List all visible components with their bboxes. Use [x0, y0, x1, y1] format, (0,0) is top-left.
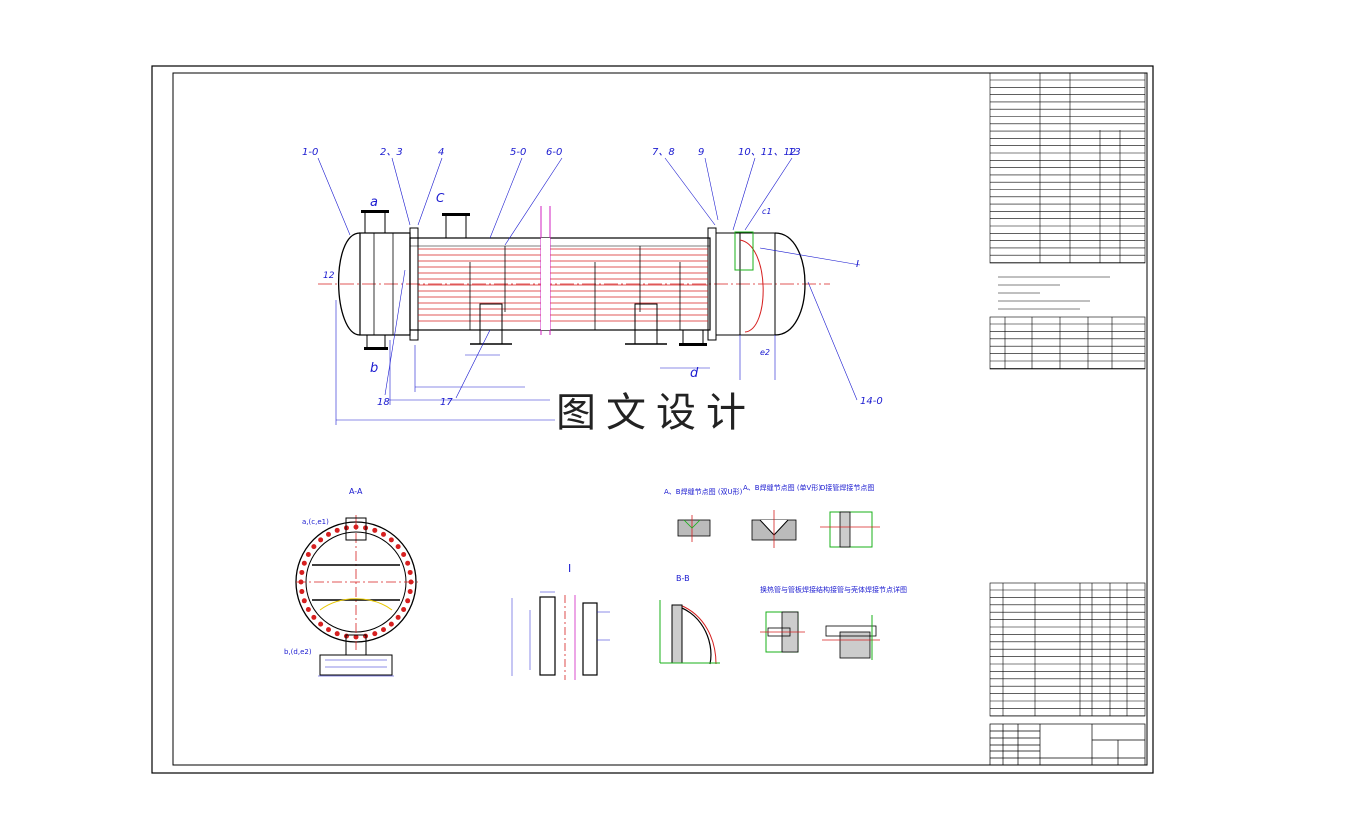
part-label-5: 5-0 [510, 147, 527, 158]
bolt-hole [301, 598, 307, 604]
part-label-14: 14-0 [860, 396, 883, 407]
bolt-hole [405, 560, 411, 566]
watermark-text: 图文设计 [556, 390, 756, 436]
section-aa-top-label: a,(c,e1) [302, 518, 329, 526]
bolt-hole [305, 552, 311, 557]
bolt-hole [407, 569, 413, 575]
part-label-2-3: 2、3 [380, 147, 403, 158]
bolt-hole [299, 589, 305, 595]
part-label-13: 13 [788, 147, 801, 158]
detail-callout-i: I [856, 259, 859, 270]
bolt-hole [388, 621, 394, 627]
weld-d-title: D接管焊接节点图 [820, 484, 875, 492]
part-label-4: 4 [438, 147, 445, 158]
bolt-hole [305, 607, 311, 612]
section-aa-title: A-A [349, 487, 363, 496]
section-bb-title: B-B [676, 574, 690, 583]
nozzle-label-e2: e2 [760, 348, 771, 357]
bolt-hole [401, 607, 407, 612]
bolt-hole [407, 589, 413, 595]
bolt-hole [388, 537, 394, 543]
weld-detail-b [751, 510, 797, 548]
section-bb-view [659, 600, 720, 665]
bolt-hole [318, 537, 324, 543]
bolt-hole [405, 598, 411, 604]
bolt-hole [381, 531, 386, 537]
part-label-7-8: 7、8 [652, 147, 675, 158]
bolt-hole [353, 524, 359, 530]
bolt-hole [318, 621, 324, 627]
bolt-hole [311, 544, 317, 550]
technical-spec-table [989, 72, 1146, 264]
part-label-1: 1-0 [302, 147, 319, 158]
weld-a-title: A、B焊缝节点图 (双U形) [664, 488, 743, 496]
section-aa-view [295, 515, 418, 677]
bolt-hole [334, 631, 340, 637]
tube-joint-title: 换热管与管板焊接结构 [760, 586, 830, 594]
centerline-label: 12 [323, 271, 335, 281]
bolt-hole [326, 627, 331, 633]
section-aa-bottom-label: b,(d,e2) [284, 648, 312, 656]
part-label-9: 9 [698, 147, 705, 158]
nozzle-joint-detail [822, 615, 880, 660]
bolt-hole [334, 527, 340, 533]
bolt-hole [372, 631, 378, 637]
part-label-6: 6-0 [546, 147, 563, 158]
nozzle-table [989, 316, 1146, 370]
bolt-hole [299, 569, 305, 575]
weld-detail-d [820, 511, 880, 548]
bolt-hole [401, 552, 407, 557]
weld-b-title: A、B焊缝节点图 (单V形) [743, 484, 822, 492]
nozzle-label-d: d [690, 366, 699, 381]
part-label-17: 17 [440, 397, 453, 408]
detail-i-view [511, 591, 610, 680]
bolt-hole [372, 527, 378, 533]
bolt-hole [326, 531, 331, 537]
bolt-hole [395, 614, 401, 620]
part-label-10-12: 10、11、12 [738, 147, 797, 158]
tube-joint-detail [760, 611, 805, 653]
main-front-view [317, 157, 861, 425]
nozzle-label-a: a [370, 195, 378, 210]
bolt-hole [395, 544, 401, 550]
nozzle-joint-title: 接管与壳体焊接节点详图 [830, 586, 907, 594]
title-block [989, 723, 1146, 766]
detail-i-title: I [568, 562, 572, 575]
bolt-hole [301, 560, 307, 566]
nozzle-label-b: b [370, 361, 379, 376]
bolt-hole [311, 614, 317, 620]
bolt-hole [381, 627, 386, 633]
parts-list-table [989, 582, 1146, 717]
part-label-18: 18 [377, 397, 390, 408]
nozzle-label-c1: c1 [762, 207, 772, 216]
weld-detail-a [677, 515, 711, 542]
nozzle-label-c: C [436, 191, 445, 205]
technical-notes [998, 276, 1110, 310]
